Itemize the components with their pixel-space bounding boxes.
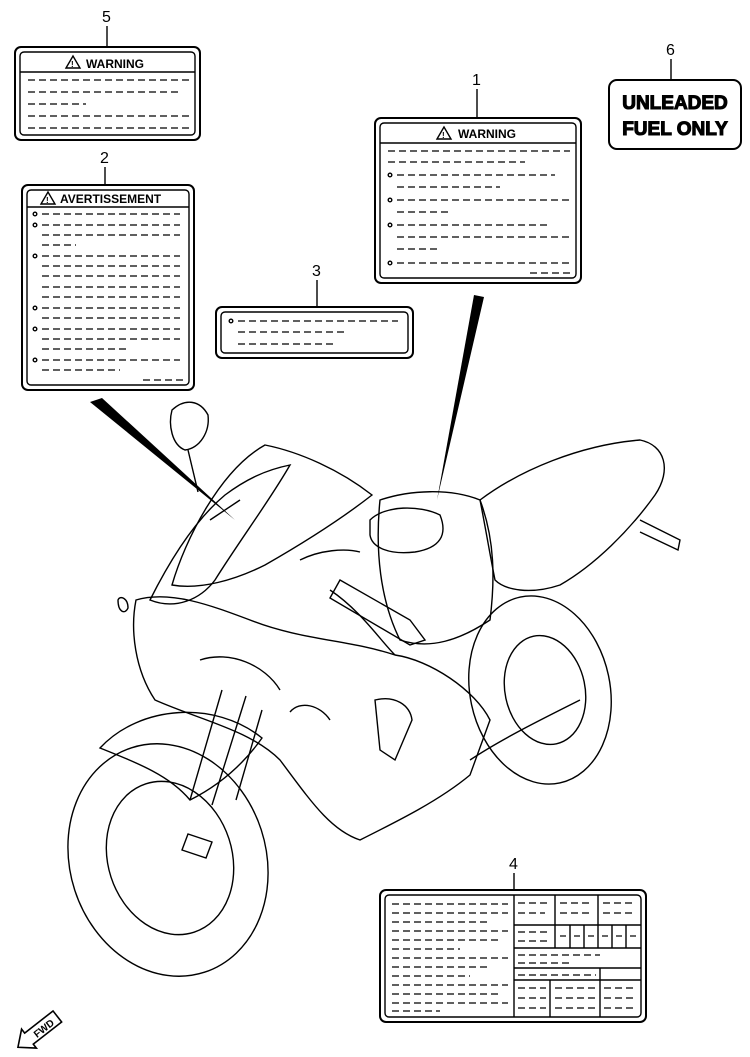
label-6-unleaded-fuel: 6 UNLEADED FUEL ONLY	[608, 42, 742, 150]
label-5-warning: 5 ! WARNING	[14, 9, 201, 141]
callout-5: 5	[102, 9, 111, 26]
pointer-to-label-2	[90, 398, 235, 520]
callout-3: 3	[312, 263, 321, 280]
callout-2: 2	[100, 150, 109, 167]
motorcycle-drawing	[67, 401, 681, 977]
avertissement-title: AVERTISSEMENT	[60, 192, 162, 206]
callout-4: 4	[509, 856, 518, 873]
label-1-warning: 1 ! WARNING	[374, 72, 582, 284]
warning-triangle-icon: !	[435, 125, 453, 140]
callout-6: 6	[666, 42, 675, 59]
fuel-line-1: UNLEADED	[622, 93, 728, 114]
avertissement-text-lines	[32, 211, 185, 381]
fuel-line-2: FUEL ONLY	[622, 119, 728, 140]
pointer-to-label-1	[437, 295, 484, 500]
label-4-spec-table: 4	[379, 856, 647, 1023]
svg-text:!: !	[442, 131, 445, 140]
spec-right-grid	[513, 895, 641, 1017]
warning-title-1: WARNING	[458, 127, 516, 141]
fwd-arrow-icon: FWD	[16, 1009, 63, 1049]
label-2-avertissement: 2 ! AVERTISSEMENT	[21, 150, 195, 391]
warning-triangle-icon: !	[39, 190, 57, 205]
warning-title-5: WARNING	[86, 57, 144, 71]
svg-text:!: !	[46, 196, 49, 205]
warning-1-text-lines	[387, 150, 572, 274]
svg-text:!: !	[71, 60, 74, 69]
warning-triangle-icon: !	[64, 54, 82, 69]
spec-left-text	[392, 903, 508, 1012]
label-3: 3	[215, 263, 414, 359]
callout-1: 1	[472, 72, 481, 89]
